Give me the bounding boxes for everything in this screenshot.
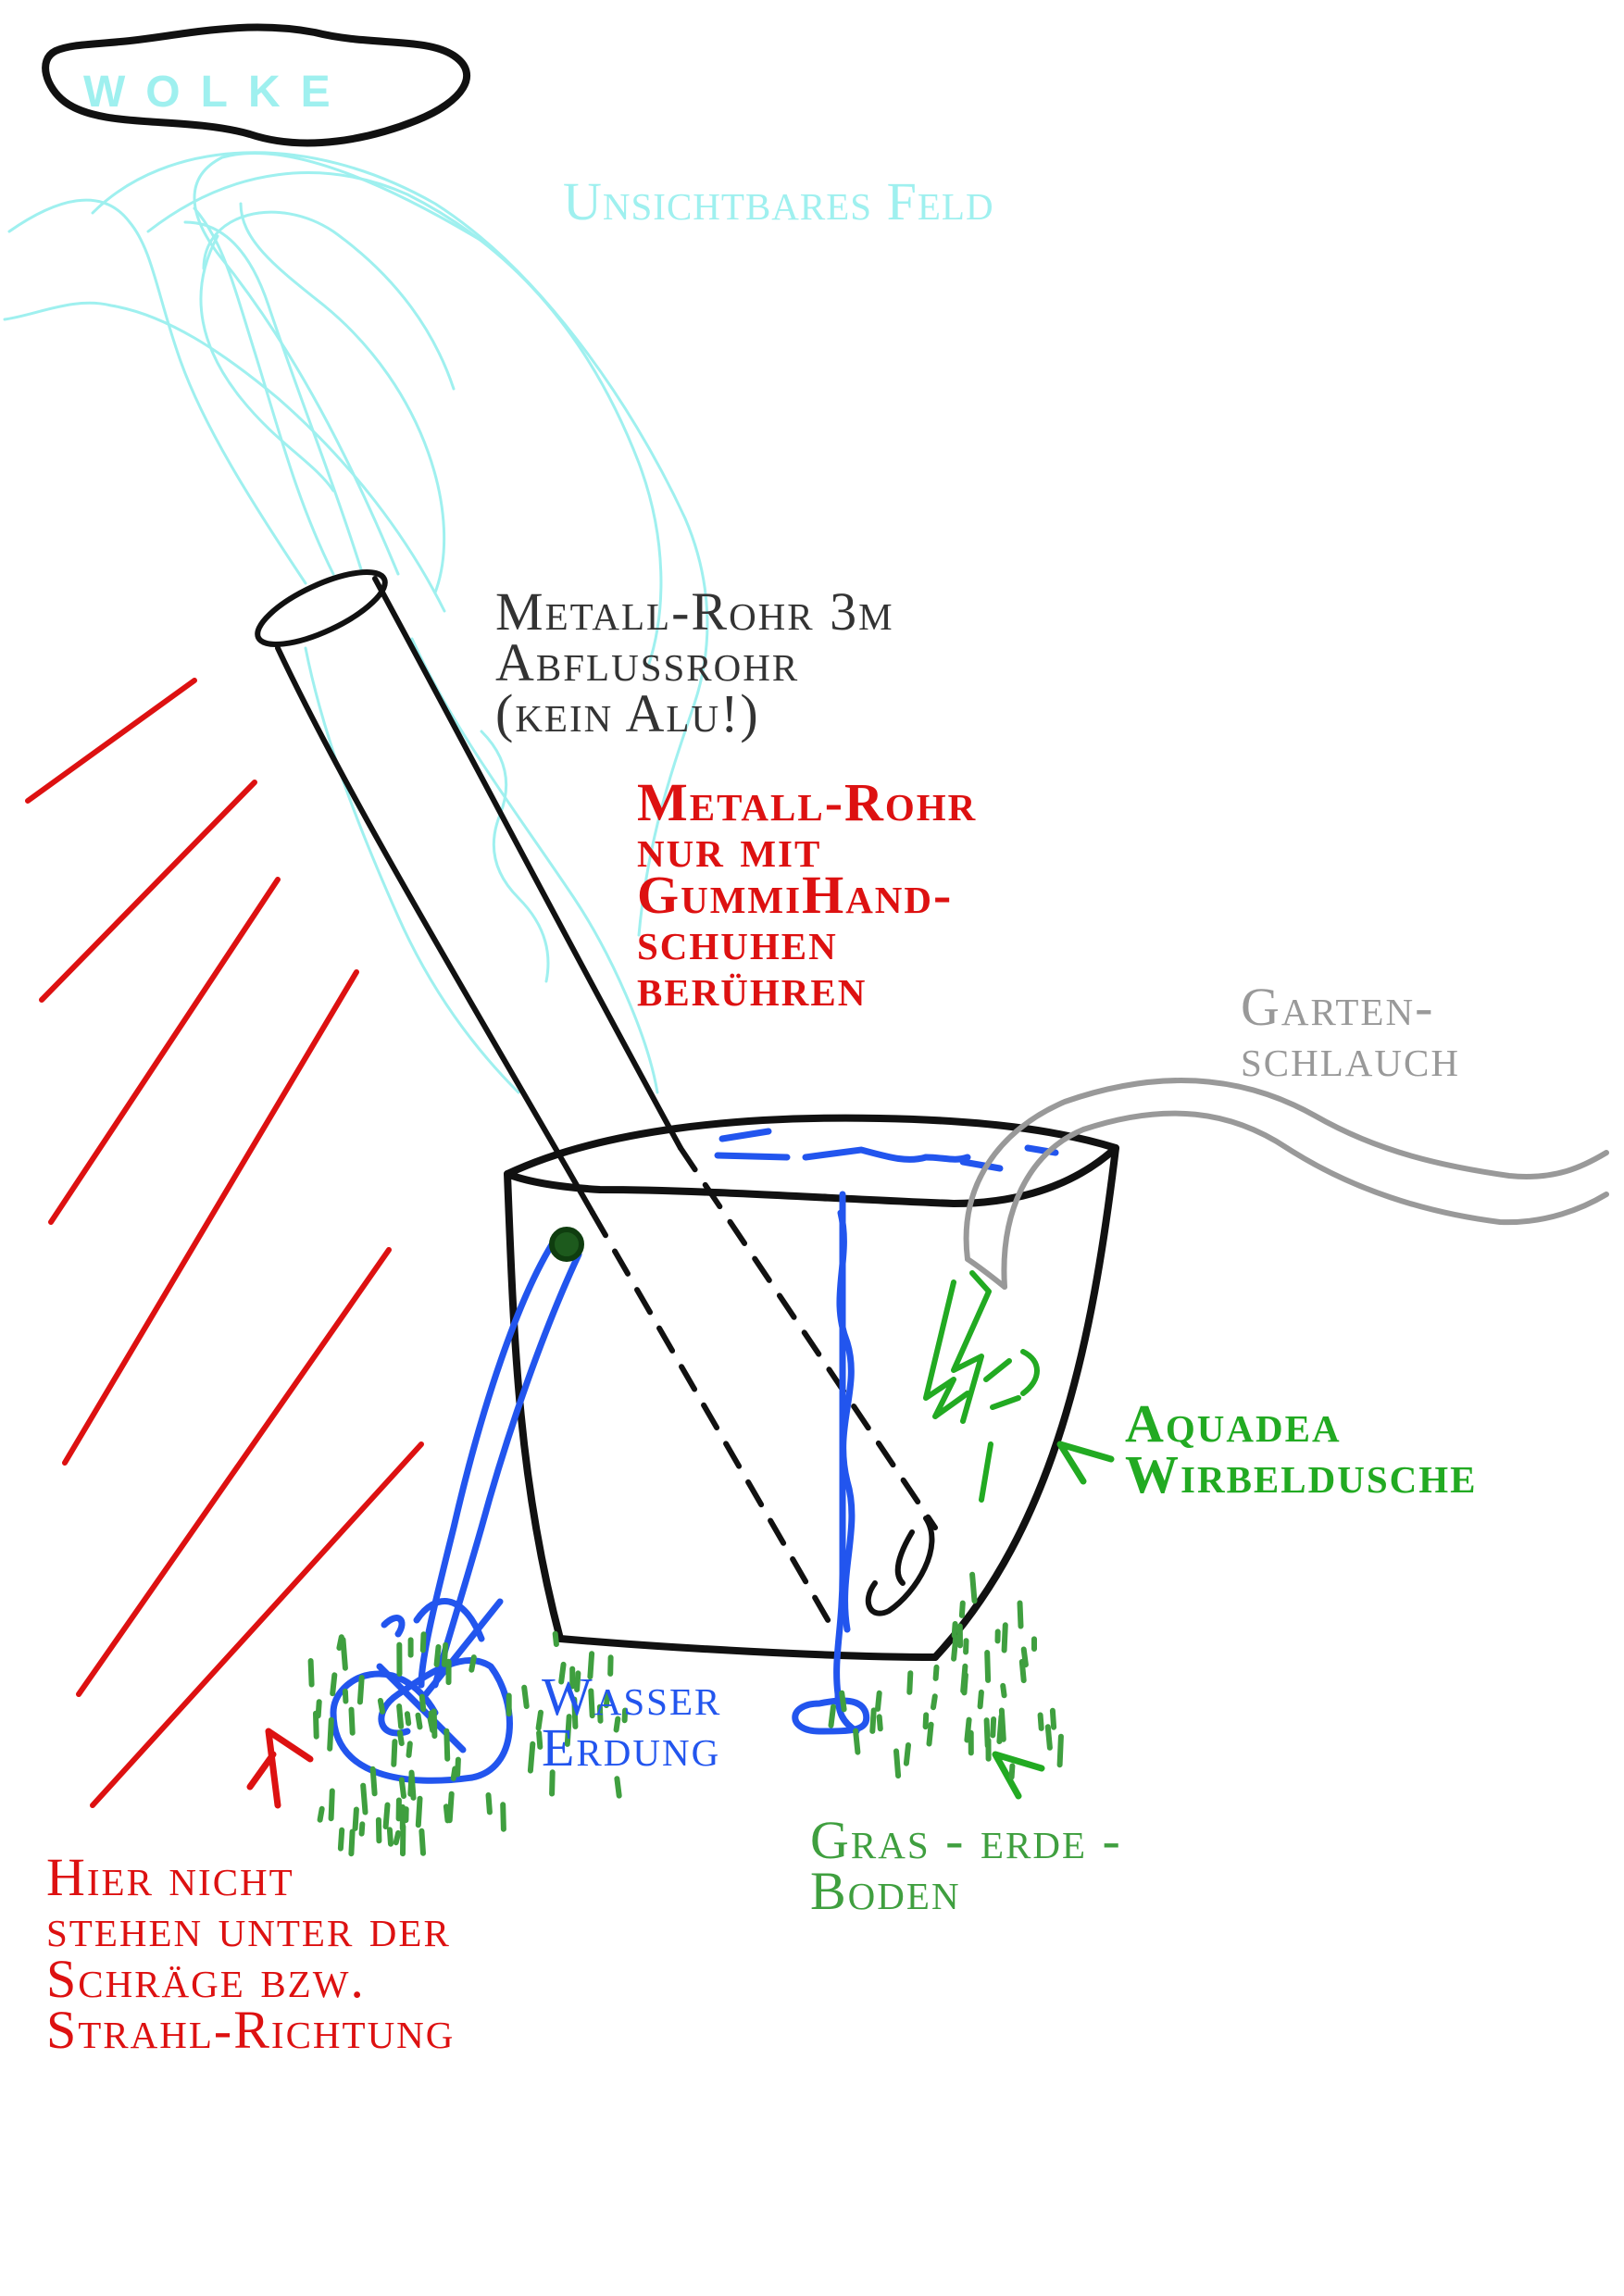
field-label: Unsichtbares Feld [563, 171, 994, 231]
shower-label: Aquadea Wirbeldusche [1125, 1393, 1478, 1504]
water-grounding-icon [330, 1191, 870, 1784]
bucket-outlet [549, 1227, 584, 1262]
cloud-label: WOLKE [83, 68, 351, 117]
hose-label: Garten- schlauch [1241, 977, 1460, 1088]
grass-marks [307, 1571, 1064, 1857]
water-surface [714, 1128, 1059, 1172]
water-grounding-label: Wasser Erdung [542, 1666, 722, 1778]
cloud-icon [42, 23, 471, 147]
danger-arrow [246, 1728, 314, 1809]
arrow-to-ground [992, 1751, 1045, 1800]
bucket-icon [504, 1114, 1119, 1661]
arrow-to-shower [1056, 1441, 1115, 1485]
pipe-icon [255, 569, 938, 1632]
vortex-shower-icon [923, 1270, 1040, 1503]
invisible-field-lines [3, 151, 709, 1094]
ground-label: Gras - erde - Boden [810, 1810, 1122, 1921]
direction-arrows [246, 1441, 1115, 1809]
pipe-label: Metall-Rohr 3m Abflussrohr (kein Alu!) [495, 581, 894, 743]
warning-label: Metall-Rohr nur mit GummiHand- schuhen b… [637, 772, 978, 1017]
danger-zone-strokes [25, 678, 424, 1808]
garden-hose-icon [963, 1078, 1609, 1290]
danger-label: Hier nicht stehen unter der Schräge bzw.… [46, 1847, 456, 2060]
